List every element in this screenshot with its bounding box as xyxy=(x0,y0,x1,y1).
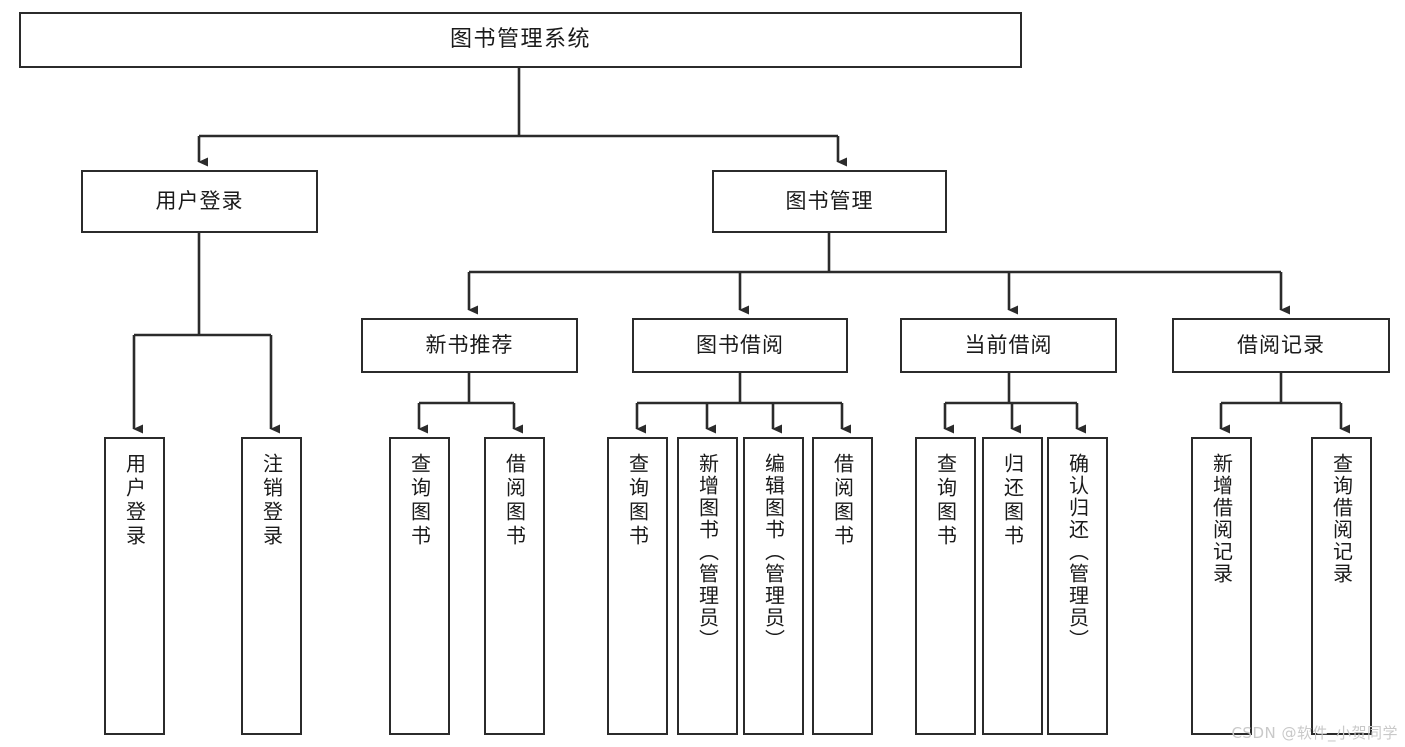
leaf-current-borrow-3[interactable]: 确认归还（管理员） xyxy=(1047,437,1108,735)
leaf-borrow-record-2-label: 查询借阅记录 xyxy=(1329,453,1354,585)
node-book-management-label: 图书管理 xyxy=(785,189,874,214)
leaf-new-book-1[interactable]: 查询图书 xyxy=(389,437,450,735)
node-user-login-label: 用户登录 xyxy=(155,189,244,214)
leaf-borrow-record-1[interactable]: 新增借阅记录 xyxy=(1191,437,1252,735)
leaf-book-borrow-1-label: 查询图书 xyxy=(625,453,650,549)
node-book-management[interactable]: 图书管理 xyxy=(712,170,947,233)
leaf-book-borrow-4[interactable]: 借阅图书 xyxy=(812,437,873,735)
node-current-borrow-label: 当前借阅 xyxy=(964,333,1053,358)
node-new-book-recommend-label: 新书推荐 xyxy=(425,333,514,358)
leaf-user-login-2-label: 注销登录 xyxy=(259,453,284,549)
node-user-login[interactable]: 用户登录 xyxy=(81,170,318,233)
leaf-book-borrow-1[interactable]: 查询图书 xyxy=(607,437,668,735)
leaf-borrow-record-2[interactable]: 查询借阅记录 xyxy=(1311,437,1372,735)
leaf-current-borrow-1[interactable]: 查询图书 xyxy=(915,437,976,735)
leaf-new-book-1-label: 查询图书 xyxy=(407,453,432,549)
node-root-label: 图书管理系统 xyxy=(449,27,591,53)
leaf-user-login-2[interactable]: 注销登录 xyxy=(241,437,302,735)
leaf-book-borrow-3[interactable]: 编辑图书（管理员） xyxy=(743,437,804,735)
leaf-new-book-2[interactable]: 借阅图书 xyxy=(484,437,545,735)
leaf-current-borrow-2[interactable]: 归还图书 xyxy=(982,437,1043,735)
leaf-borrow-record-1-label: 新增借阅记录 xyxy=(1209,453,1234,585)
leaf-current-borrow-2-label: 归还图书 xyxy=(1000,453,1025,549)
node-borrow-record[interactable]: 借阅记录 xyxy=(1172,318,1390,373)
node-new-book-recommend[interactable]: 新书推荐 xyxy=(361,318,578,373)
leaf-book-borrow-4-label: 借阅图书 xyxy=(830,453,855,549)
node-root[interactable]: 图书管理系统 xyxy=(19,12,1022,68)
node-borrow-record-label: 借阅记录 xyxy=(1237,333,1325,358)
node-book-borrow-label: 图书借阅 xyxy=(696,333,784,358)
leaf-current-borrow-3-label: 确认归还（管理员） xyxy=(1065,453,1090,651)
node-book-borrow[interactable]: 图书借阅 xyxy=(632,318,848,373)
leaf-book-borrow-2-label: 新增图书（管理员） xyxy=(695,453,720,651)
leaf-new-book-2-label: 借阅图书 xyxy=(502,453,527,549)
leaf-current-borrow-1-label: 查询图书 xyxy=(933,453,958,549)
leaf-user-login-1-label: 用户登录 xyxy=(122,453,147,549)
node-current-borrow[interactable]: 当前借阅 xyxy=(900,318,1117,373)
leaf-user-login-1[interactable]: 用户登录 xyxy=(104,437,165,735)
leaf-book-borrow-2[interactable]: 新增图书（管理员） xyxy=(677,437,738,735)
leaf-book-borrow-3-label: 编辑图书（管理员） xyxy=(761,453,786,651)
